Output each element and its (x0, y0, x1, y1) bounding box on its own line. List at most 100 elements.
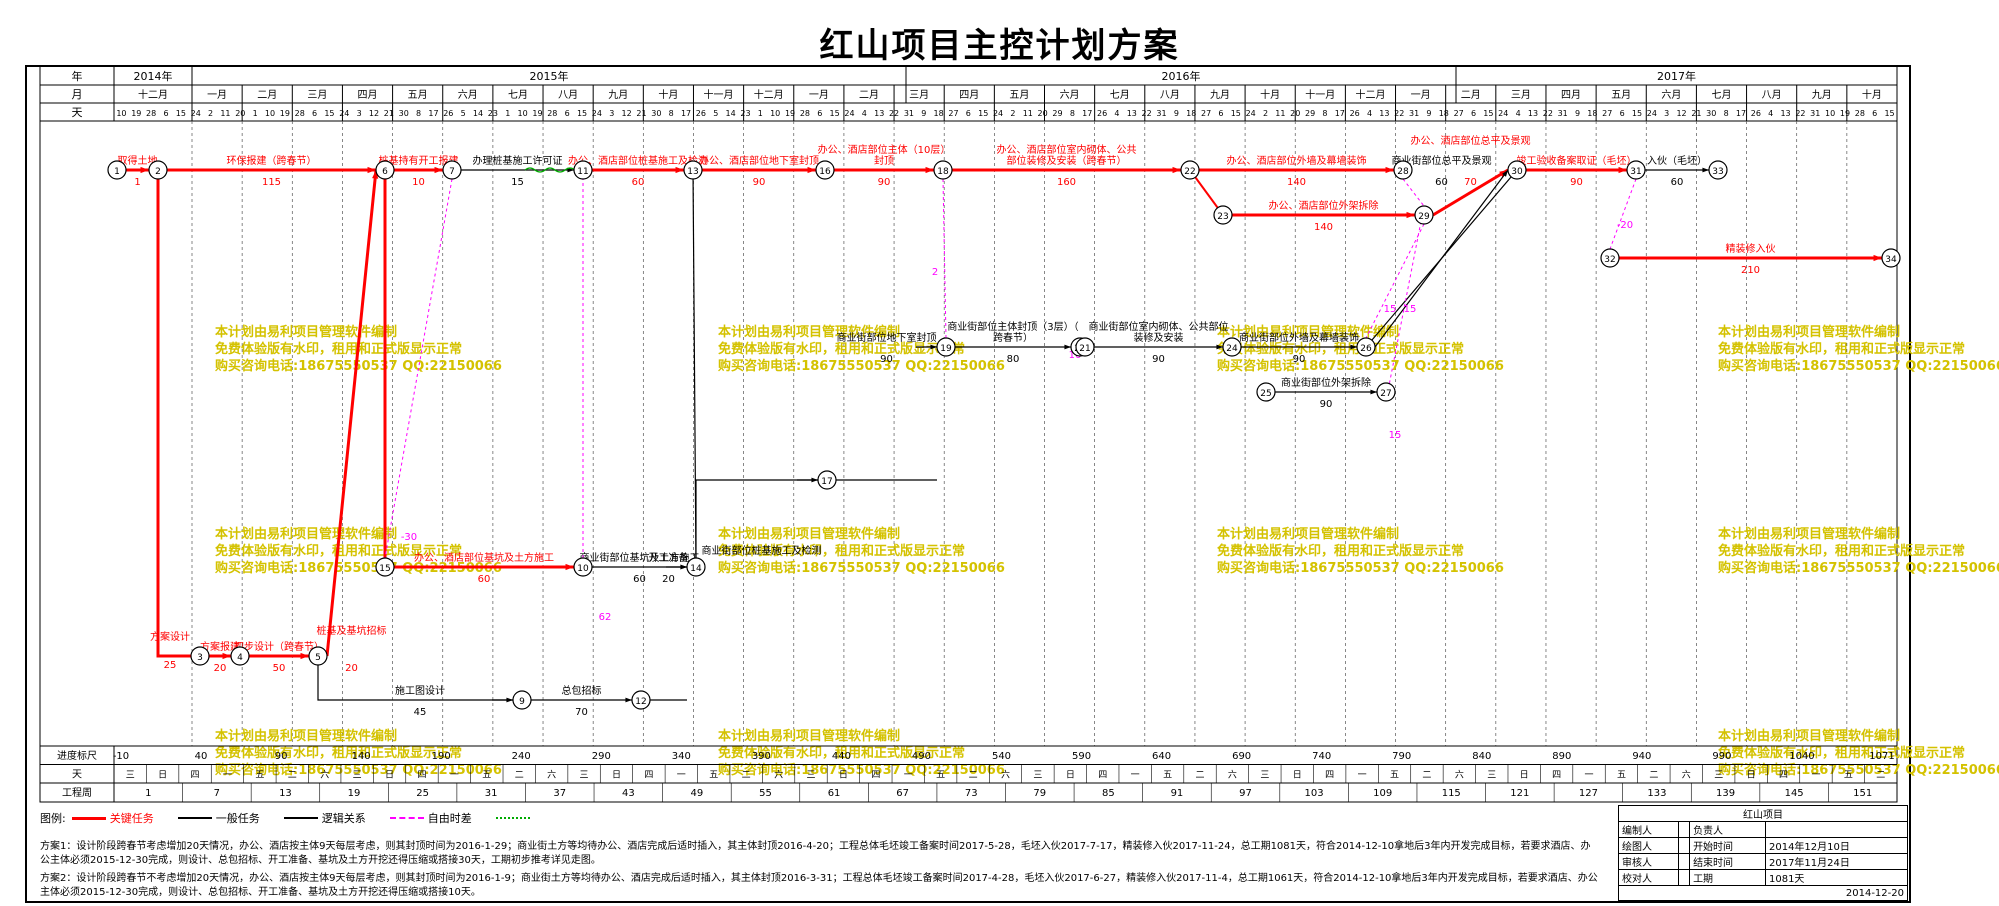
month-label: 十月 (1862, 88, 1882, 101)
weekday-item: 六 (774, 769, 783, 781)
year-label: 2016年 (1162, 69, 1201, 83)
activity-label: 精装修入伙 (1726, 242, 1776, 255)
weekday-item: 五 (936, 771, 945, 781)
node-number: 18 (937, 167, 949, 177)
legend-logic-label: 逻辑关系 (321, 812, 366, 825)
scale-tick: 890 (1552, 751, 1571, 762)
node-number: 4 (237, 653, 243, 663)
week-number: 7 (214, 788, 220, 799)
day-label: 9 (1426, 109, 1431, 118)
node-circle (190, 646, 210, 666)
legend-label: 图例: (40, 812, 66, 825)
node-number: 17 (821, 477, 832, 487)
scale-tick: 290 (592, 751, 611, 762)
weekday-item: 六 (1455, 769, 1464, 781)
free-float-link (384, 178, 453, 559)
node-number: 1 (114, 167, 120, 177)
activity-arrow (317, 656, 513, 701)
activity-duration: 70 (575, 707, 588, 718)
signoff-key: 绘图人 (1618, 837, 1679, 854)
day-label: 24 (339, 109, 349, 118)
free-float-link (1402, 178, 1425, 207)
day-label: 21 (384, 109, 394, 118)
day-label: 8 (1322, 109, 1327, 118)
activity-duration: 70 (1464, 177, 1477, 188)
weekday-item: 三 (1714, 771, 1723, 781)
day-label: 1 (505, 109, 510, 118)
week-number: 121 (1510, 788, 1529, 799)
node-circle (936, 337, 956, 357)
day-label: 9 (1174, 109, 1179, 118)
day-label: 6 (1471, 109, 1476, 118)
node-number: 6 (382, 167, 388, 177)
month-label: 十月 (1260, 88, 1280, 101)
wavy-float (524, 167, 576, 173)
watermark-text: 本计划由易利项目管理软件编制 (215, 728, 397, 744)
scale-tick: 340 (672, 751, 691, 762)
activity-arrow-arrowhead (565, 563, 574, 571)
activity-label: 办公、酒店部位室内砌体、公共 (997, 143, 1137, 156)
activity-label: 商业街部位地下室封顶 (837, 331, 937, 344)
float-label: 10 (1069, 350, 1082, 361)
day-label: 3 (1664, 109, 1669, 118)
weekday-item: 三 (1033, 771, 1042, 781)
weekday-item: 日 (1293, 770, 1302, 781)
node-circle (1507, 160, 1527, 180)
node-number: 13 (687, 167, 698, 177)
legend-notes-area: 图例: 关键任务 一般任务 逻辑关系 自由时差 方案1：设计阶段跨春节考虑增加2… (36, 804, 1611, 904)
node-circle (933, 160, 953, 180)
node-circle (375, 557, 395, 577)
day-label: 22 (1142, 109, 1152, 118)
activity-arrow-arrowhead (1702, 167, 1709, 173)
weekday-item: 日 (1747, 770, 1756, 781)
float-label: 62 (599, 612, 612, 623)
watermark-text: 本计划由易利项目管理软件编制 (718, 324, 900, 340)
week-number: 49 (691, 788, 704, 799)
day-label: 15 (577, 109, 587, 118)
day-label: 18 (1439, 109, 1449, 118)
day-label: 21 (636, 109, 646, 118)
activity-arrow-arrowhead (930, 344, 937, 350)
weekday-item: 二 (1649, 771, 1658, 781)
day-label: 30 (651, 109, 661, 118)
scale-tick: 790 (1392, 751, 1411, 762)
scale-tick: 140 (352, 751, 371, 762)
year-label: 2017年 (1657, 69, 1696, 83)
weekday-item: 四 (191, 771, 200, 781)
legend-logic-swatch (283, 817, 318, 819)
activity-duration: 60 (632, 177, 645, 188)
day-label: 6 (163, 109, 168, 118)
activity-duration: 20 (662, 574, 675, 585)
weekday-item: 三 (806, 771, 815, 781)
week-number: 55 (759, 788, 772, 799)
scale-label: 进度标尺 (57, 749, 97, 762)
day-label: 28 (547, 109, 557, 118)
weekday-item: 一 (450, 771, 459, 781)
node-circle (1393, 160, 1413, 180)
month-label: 六月 (1060, 89, 1080, 101)
activity-arrow-arrowhead (1502, 170, 1508, 177)
activity-label: 办公、酒店部位外架拆除 (1269, 199, 1379, 212)
plan-note-1: 方案1：设计阶段跨春节考虑增加20天情况，办公、酒店按主体9天每层考虑，则其封顶… (40, 841, 1591, 866)
node-circle (230, 646, 250, 666)
activity-label: 办公、酒店部位主体（10层） (818, 143, 951, 156)
float-label: 15 (1404, 304, 1417, 315)
node-number: 12 (635, 697, 646, 707)
watermark-text: 购买咨询电话:18675550537 QQ:22150066 (1718, 560, 1999, 576)
activity-duration: 140 (1314, 222, 1333, 233)
node-circle (1600, 248, 1620, 268)
free-float-link (1609, 178, 1637, 250)
day-label: 6 (1872, 109, 1877, 118)
weekday-item: 四 (1325, 771, 1334, 781)
month-label: 三月 (1511, 89, 1531, 101)
node-number: 34 (1885, 255, 1897, 265)
float-label: 15 (1389, 430, 1402, 441)
watermark-text: 购买咨询电话:18675550537 QQ:22150066 (1217, 560, 1504, 576)
watermark-text: 免费体验版有水印，租用和正式版显示正常 (1217, 543, 1464, 559)
activity-duration: 80 (1007, 354, 1020, 365)
watermark-text: 本计划由易利项目管理软件编制 (1217, 526, 1399, 542)
scale-tick: 690 (1232, 751, 1251, 762)
node-number: 26 (1360, 344, 1372, 354)
signoff-key: 负责人 (1689, 821, 1766, 838)
activity-duration: 15 (511, 177, 524, 188)
